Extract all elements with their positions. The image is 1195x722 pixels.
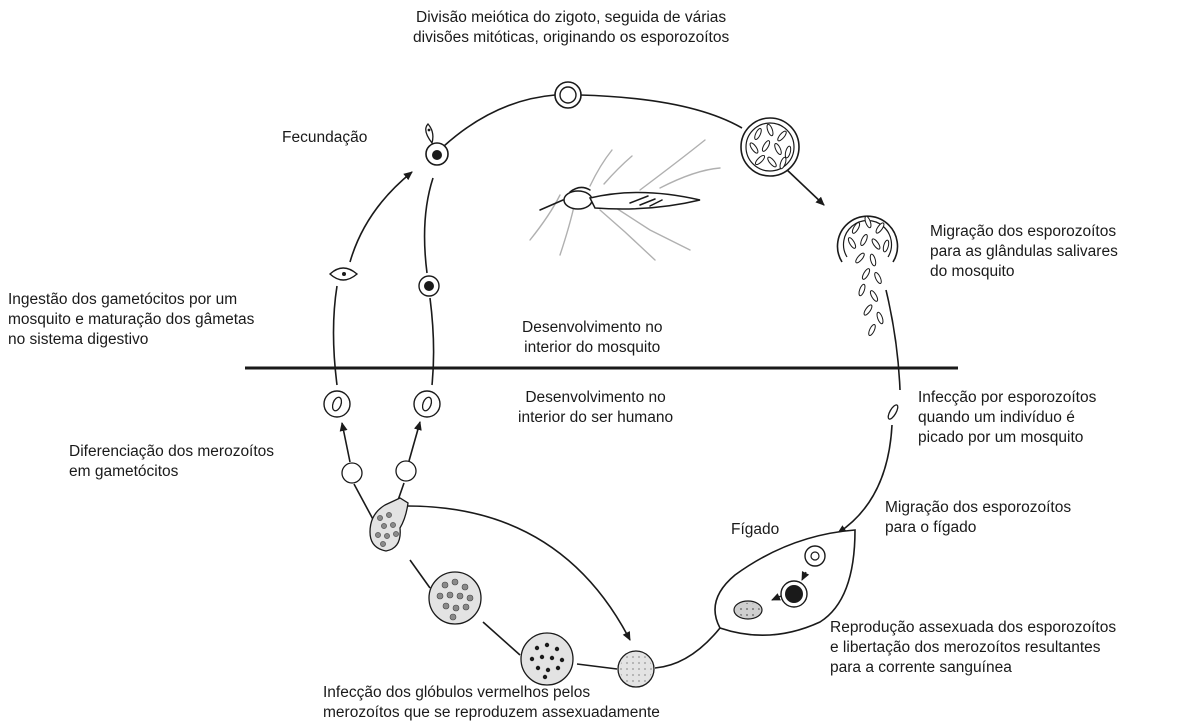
label-sporozoite-infection-line2: quando um indivíduo é xyxy=(918,408,1096,428)
left-path-1b xyxy=(350,172,412,262)
cycle-arc-glands-down xyxy=(886,290,900,390)
label-fertilization: Fecundação xyxy=(282,128,367,148)
left-path-2 xyxy=(430,298,434,385)
cycle-arc-top-right xyxy=(580,95,742,128)
label-salivary-migration-line3: do mosquito xyxy=(930,262,1118,282)
label-gametocyte-ingestion-line3: no sistema digestivo xyxy=(8,330,254,350)
cycle-arc-to-liver xyxy=(838,425,892,533)
label-sporozoite-infection-line1: Infecção por esporozoítos xyxy=(918,388,1096,408)
label-salivary-migration-line1: Migração dos esporozoítos xyxy=(930,222,1118,242)
rbc-small-right xyxy=(396,461,416,481)
label-liver-migration-line1: Migração dos esporozoítos xyxy=(885,498,1071,518)
bursting-oocyst xyxy=(838,216,898,337)
cycle-arc-top-left xyxy=(444,95,555,146)
female-gamete xyxy=(419,276,439,296)
cycle-arc-rbc-2 xyxy=(483,622,520,655)
label-merozoite-differentiation-line1: Diferenciação dos merozoítos xyxy=(69,442,274,462)
left-path-2b xyxy=(425,178,433,273)
label-salivary-migration: Migração dos esporozoítos para as glându… xyxy=(930,222,1118,282)
label-gametocyte-ingestion: Ingestão dos gametócitos por um mosquito… xyxy=(8,290,254,350)
oocyst-with-sporozoites xyxy=(741,118,799,176)
left-arrow-2-upper xyxy=(409,422,420,461)
label-liver-migration: Migração dos esporozoítos para o fígado xyxy=(885,498,1071,538)
label-meiotic-division-line1: Divisão meiótica do zigoto, seguida de v… xyxy=(413,8,729,28)
label-rbc-infection-line2: merozoítos que se reproduzem assexuadame… xyxy=(323,703,660,722)
label-development-human-line1: Desenvolvimento no xyxy=(518,388,673,408)
label-meiotic-division-line2: divisões mitóticas, originando os esporo… xyxy=(413,28,729,48)
merozoite-release-arrow xyxy=(405,506,630,640)
male-gamete xyxy=(330,268,357,280)
zygote-circle xyxy=(555,82,581,108)
left-arrow-1-upper xyxy=(342,423,350,462)
rbc-small-left xyxy=(342,463,362,483)
rbc-bursting xyxy=(370,498,408,551)
cycle-arrow-to-glands xyxy=(785,168,824,205)
left-path-1 xyxy=(334,286,338,385)
label-sporozoite-infection: Infecção por esporozoítos quando um indi… xyxy=(918,388,1096,448)
label-rbc-infection: Infecção dos glóbulos vermelhos pelos me… xyxy=(323,683,660,722)
label-meiotic-division: Divisão meiótica do zigoto, seguida de v… xyxy=(413,8,729,48)
label-liver: Fígado xyxy=(731,520,779,540)
label-development-human: Desenvolvimento no interior do ser human… xyxy=(518,388,673,428)
label-asexual-reproduction-line2: e libertação dos merozoítos resultantes xyxy=(830,638,1116,658)
label-rbc-infection-line1: Infecção dos glóbulos vermelhos pelos xyxy=(323,683,660,703)
label-merozoite-differentiation: Diferenciação dos merozoítos em gametóci… xyxy=(69,442,274,482)
label-asexual-reproduction-line3: para a corrente sanguínea xyxy=(830,658,1116,678)
label-development-mosquito-line2: interior do mosquito xyxy=(522,338,662,358)
label-gametocyte-ingestion-line1: Ingestão dos gametócitos por um xyxy=(8,290,254,310)
cycle-arc-rbc-3 xyxy=(410,560,430,588)
mosquito-illustration xyxy=(530,140,720,260)
label-asexual-reproduction: Reprodução assexuada dos esporozoítos e … xyxy=(830,618,1116,678)
cycle-arc-liver-to-rbc xyxy=(655,628,720,668)
label-gametocyte-ingestion-line2: mosquito e maturação dos gâmetas xyxy=(8,310,254,330)
label-sporozoite-infection-line3: picado por um mosquito xyxy=(918,428,1096,448)
label-merozoite-differentiation-line2: em gametócitos xyxy=(69,462,274,482)
rbc-schizont-light xyxy=(429,572,481,624)
rbc-schizont-dark xyxy=(521,633,573,685)
label-development-human-line2: interior do ser humano xyxy=(518,408,673,428)
gametocyte-right xyxy=(414,391,440,417)
rbc-infected-1 xyxy=(618,651,654,687)
sporozoite-injected xyxy=(886,404,899,421)
label-development-mosquito: Desenvolvimento no interior do mosquito xyxy=(522,318,662,358)
cycle-arc-rbc-1 xyxy=(577,664,617,669)
label-asexual-reproduction-line1: Reprodução assexuada dos esporozoítos xyxy=(830,618,1116,638)
label-salivary-migration-line2: para as glândulas salivares xyxy=(930,242,1118,262)
left-arrow-1-lower xyxy=(354,484,375,523)
gametocyte-left xyxy=(324,391,350,417)
label-development-mosquito-line1: Desenvolvimento no xyxy=(522,318,662,338)
label-liver-migration-line2: para o fígado xyxy=(885,518,1071,538)
